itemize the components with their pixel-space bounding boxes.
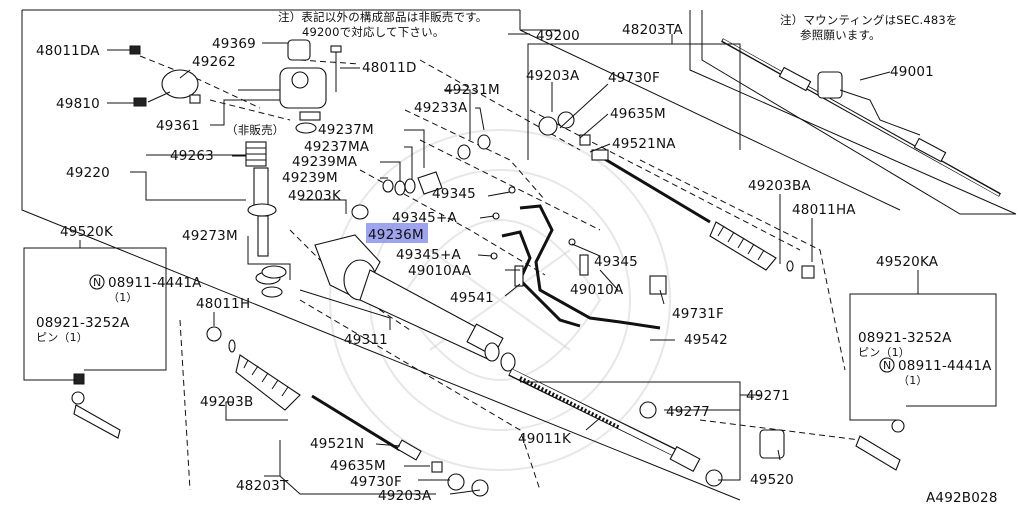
label-48011h[interactable]: 48011H bbox=[196, 296, 250, 312]
label-49345a-bottom[interactable]: 49345+A bbox=[396, 247, 461, 263]
hydraulic-tubes bbox=[490, 186, 667, 330]
gear-housing bbox=[314, 234, 516, 372]
right-boot bbox=[709, 221, 777, 271]
valve-housing bbox=[279, 39, 327, 134]
diagram-code: A492B028 bbox=[926, 490, 998, 506]
left-boot bbox=[235, 354, 301, 411]
label-49345-bottom[interactable]: 49345 bbox=[594, 254, 638, 270]
highlight-49236m bbox=[366, 223, 428, 243]
label-49541[interactable]: 49541 bbox=[450, 290, 494, 306]
n-symbol-right: N bbox=[879, 357, 895, 373]
label-49203a-top[interactable]: 49203A bbox=[526, 68, 580, 84]
label-49203k[interactable]: 49203K bbox=[288, 188, 342, 204]
label-48011da[interactable]: 48011DA bbox=[36, 43, 100, 59]
label-08921-right[interactable]: 08921-3252A bbox=[858, 330, 952, 346]
label-49730f-top[interactable]: 49730F bbox=[608, 70, 660, 86]
label-49369[interactable]: 49369 bbox=[212, 36, 256, 52]
left-tie-rod-end bbox=[71, 326, 236, 439]
label-49520ka[interactable]: 49520KA bbox=[876, 254, 939, 270]
label-qty-right: （1） bbox=[898, 374, 928, 387]
label-49521n[interactable]: 49521N bbox=[310, 436, 364, 452]
label-49237ma[interactable]: 49237MA bbox=[304, 139, 370, 155]
label-48011ha[interactable]: 48011HA bbox=[792, 202, 856, 218]
label-49203a-bottom[interactable]: 49203A bbox=[378, 488, 432, 504]
label-49203ba[interactable]: 49203BA bbox=[748, 178, 811, 194]
labels: 注）表記以外の構成部品は非販売です。 49200で対応して下さい。 注）マウンテ… bbox=[36, 10, 998, 506]
label-49203b[interactable]: 49203B bbox=[200, 394, 253, 410]
label-49520k[interactable]: 49520K bbox=[60, 224, 114, 240]
label-08911-left[interactable]: 08911-4441A bbox=[108, 275, 202, 291]
label-49271[interactable]: 49271 bbox=[746, 388, 790, 404]
label-49263[interactable]: 49263 bbox=[170, 148, 214, 164]
leader-lines bbox=[23, 33, 997, 495]
label-49233a[interactable]: 49233A bbox=[414, 100, 468, 116]
label-49011k[interactable]: 49011K bbox=[518, 431, 572, 447]
solenoid-part bbox=[129, 45, 201, 107]
label-48203t[interactable]: 48203T bbox=[236, 478, 289, 494]
steering-assembly-thumbnail bbox=[721, 38, 1001, 197]
label-49361[interactable]: 49361 bbox=[156, 118, 200, 134]
watermark-emblem bbox=[329, 129, 671, 471]
n-symbol-left: N bbox=[89, 274, 105, 290]
label-qty-left: （1） bbox=[108, 291, 138, 304]
label-48011d[interactable]: 48011D bbox=[362, 60, 417, 76]
label-49001[interactable]: 49001 bbox=[890, 64, 934, 80]
right-tie-rod-end bbox=[855, 419, 905, 471]
label-49277[interactable]: 49277 bbox=[666, 404, 710, 420]
label-48203ta[interactable]: 48203TA bbox=[622, 22, 683, 38]
label-49521na[interactable]: 49521NA bbox=[612, 136, 676, 152]
label-49010a[interactable]: 49010A bbox=[570, 282, 624, 298]
label-49231m[interactable]: 49231M bbox=[444, 82, 500, 98]
label-pin-left: ピン（1） bbox=[36, 331, 88, 344]
label-49262[interactable]: 49262 bbox=[192, 54, 236, 70]
label-49236m[interactable]: 49236M bbox=[368, 227, 424, 243]
n-symbol-right-text: N bbox=[883, 359, 891, 372]
label-49542[interactable]: 49542 bbox=[684, 332, 728, 348]
bolt-48011d bbox=[330, 45, 342, 92]
label-49237m[interactable]: 49237M bbox=[318, 122, 374, 138]
rack-bar bbox=[508, 368, 723, 487]
right-tie-rod bbox=[538, 111, 815, 279]
note-right-line2: 参照願います。 bbox=[800, 28, 881, 42]
label-49635m-top[interactable]: 49635M bbox=[610, 106, 666, 122]
label-49273m[interactable]: 49273M bbox=[182, 228, 238, 244]
label-49810[interactable]: 49810 bbox=[56, 96, 100, 112]
label-08911-right[interactable]: 08911-4441A bbox=[898, 358, 992, 374]
label-49520[interactable]: 49520 bbox=[750, 472, 794, 488]
note-left-line2: 49200で対応して下さい。 bbox=[302, 25, 445, 39]
left-tie-rod bbox=[311, 394, 489, 497]
label-49635m-bottom[interactable]: 49635M bbox=[330, 458, 386, 474]
note-left-line1: 注）表記以外の構成部品は非販売です。 bbox=[278, 10, 487, 24]
label-49239m[interactable]: 49239M bbox=[282, 170, 338, 186]
label-49345a-top[interactable]: 49345+A bbox=[392, 210, 457, 226]
label-49239ma[interactable]: 49239MA bbox=[292, 154, 358, 170]
pinion-shaft bbox=[245, 141, 283, 298]
seal-rings bbox=[261, 134, 491, 279]
label-49731f[interactable]: 49731F bbox=[672, 306, 724, 322]
rack-end-bushing bbox=[759, 429, 785, 459]
label-49730f-bottom[interactable]: 49730F bbox=[350, 474, 402, 490]
label-49010aa[interactable]: 49010AA bbox=[408, 263, 472, 279]
dashed-leaders bbox=[139, 55, 861, 491]
label-49311[interactable]: 49311 bbox=[344, 332, 388, 348]
label-not-sold: （非販売） bbox=[226, 123, 285, 137]
label-49345-top[interactable]: 49345 bbox=[432, 186, 476, 202]
frame-lines bbox=[21, 9, 1017, 501]
n-symbol-left-text: N bbox=[93, 276, 101, 289]
label-pin-right: ピン（1） bbox=[858, 346, 910, 359]
label-49220[interactable]: 49220 bbox=[66, 165, 110, 181]
note-right-line1: 注）マウンティングはSEC.483を bbox=[780, 13, 958, 27]
label-08921-left[interactable]: 08921-3252A bbox=[36, 315, 130, 331]
label-49200[interactable]: 49200 bbox=[536, 28, 580, 44]
